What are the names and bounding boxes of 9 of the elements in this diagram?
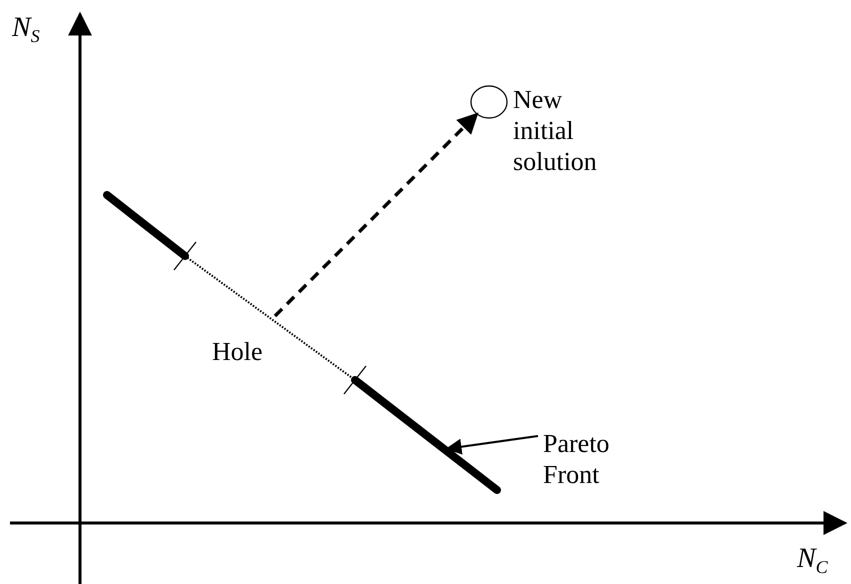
hole-label: Hole (212, 336, 282, 367)
axis-label: N$_{S}$ (12, 12, 40, 48)
pareto-front-label: Pareto Front (543, 428, 633, 490)
axis-label: N$_{C}$ (797, 543, 828, 579)
solution-label: New initial solution (513, 84, 613, 177)
solution-circle (470, 85, 508, 119)
pareto-front-line-drawing (103, 191, 501, 494)
arrow (274, 112, 479, 318)
leader-line (446, 435, 538, 455)
